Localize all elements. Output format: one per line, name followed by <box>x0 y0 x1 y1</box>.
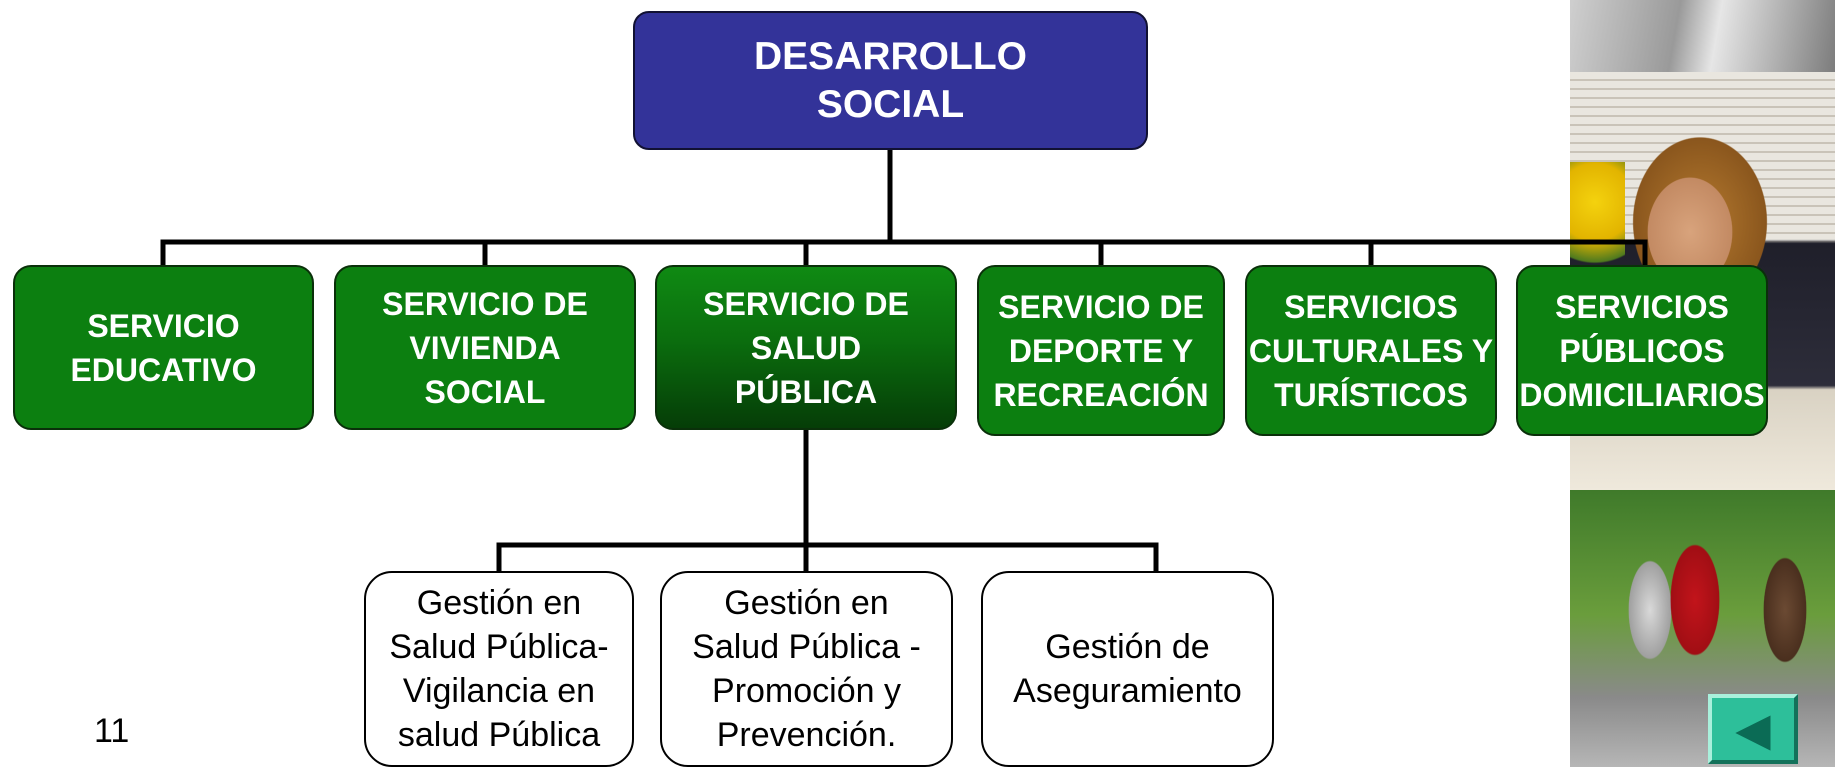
servicios-culturales-turisticos-node: SERVICIOS CULTURALES Y TURÍSTICOS <box>1245 265 1497 436</box>
servicio-educativo-node: SERVICIO EDUCATIVO <box>13 265 314 430</box>
servicio-salud-publica-node: SERVICIO DE SALUD PÚBLICA <box>655 265 957 430</box>
desarrollo-social-node: DESARROLLO SOCIAL <box>633 11 1148 150</box>
yellow-flowers-image <box>1570 162 1625 282</box>
servicio-deporte-recreacion-node: SERVICIO DE DEPORTE Y RECREACIÓN <box>977 265 1225 436</box>
back-arrow-icon: ◀ <box>1735 702 1771 756</box>
servicio-vivienda-social-node: SERVICIO DE VIVIENDA SOCIAL <box>334 265 636 430</box>
gestion-vigilancia-node: Gestión en Salud Pública- Vigilancia en … <box>364 571 634 767</box>
walking-person-photo <box>1570 0 1835 72</box>
page-number: 11 <box>94 712 130 750</box>
servicios-publicos-domiciliarios-node: SERVICIOS PÚBLICOS DOMICILIARIOS <box>1516 265 1768 436</box>
gestion-aseguramiento-node: Gestión de Aseguramiento <box>981 571 1274 767</box>
back-nav-button[interactable]: ◀ <box>1708 694 1798 764</box>
gestion-promocion-prevencion-node: Gestión en Salud Pública - Promoción y P… <box>660 571 953 767</box>
